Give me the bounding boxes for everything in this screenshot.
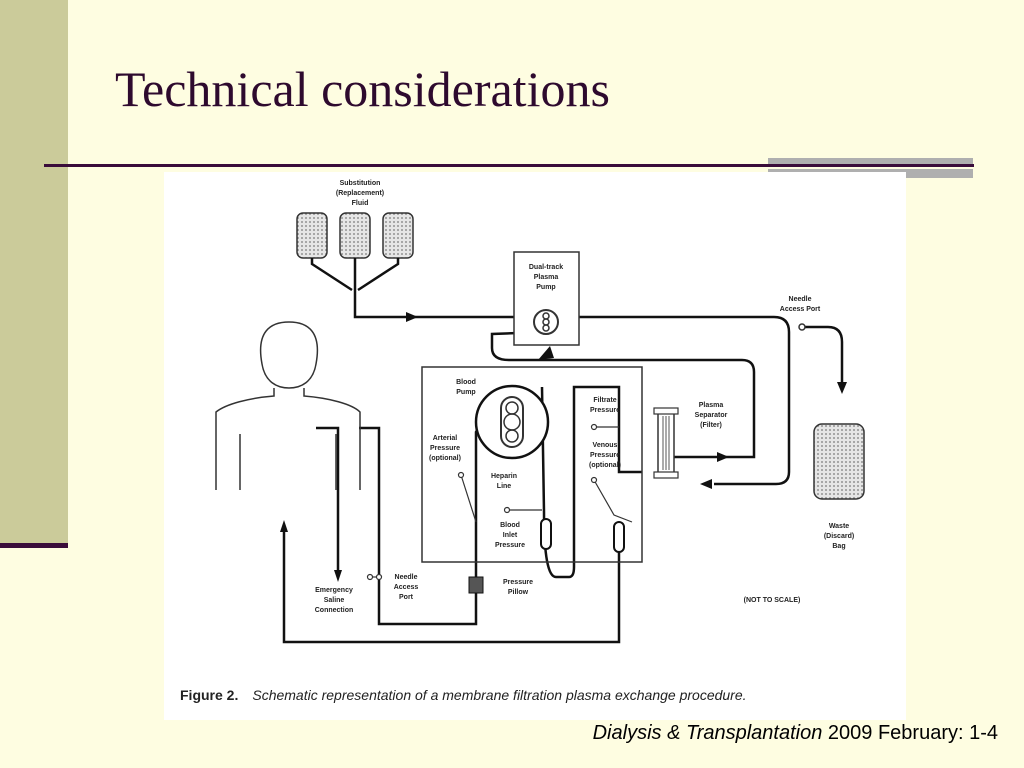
svg-text:Bag: Bag	[832, 543, 845, 550]
svg-text:Pressure: Pressure	[503, 579, 533, 586]
svg-text:Pressure: Pressure	[495, 542, 525, 549]
side-accent-bar	[0, 0, 68, 545]
svg-text:Access: Access	[394, 584, 419, 591]
citation-date: 2009 February: 1-4	[822, 722, 998, 744]
svg-text:Pressure: Pressure	[590, 407, 620, 414]
svg-text:(Replacement): (Replacement)	[336, 190, 384, 197]
svg-text:Needle: Needle	[395, 574, 418, 581]
slide-title: Technical considerations	[115, 61, 610, 117]
plasma-pump	[513, 251, 580, 346]
svg-text:Venous: Venous	[593, 442, 618, 449]
svg-text:Heparin: Heparin	[491, 473, 517, 480]
svg-text:(optional): (optional)	[429, 455, 461, 462]
svg-text:Saline: Saline	[324, 597, 345, 604]
svg-text:(Filter): (Filter)	[700, 422, 722, 429]
svg-text:(optional): (optional)	[589, 462, 621, 469]
schematic-figure: Substitution (Replacement) Fluid Dual-tr…	[164, 172, 906, 720]
figure-caption-text: Schematic representation of a membrane f…	[252, 687, 747, 703]
svg-text:Plasma: Plasma	[534, 274, 559, 281]
svg-text:(NOT TO SCALE): (NOT TO SCALE)	[744, 597, 801, 604]
waste-bag	[813, 423, 865, 500]
svg-text:Pillow: Pillow	[508, 589, 529, 596]
side-accent-line	[0, 543, 68, 548]
svg-text:Blood: Blood	[456, 379, 476, 386]
svg-text:Pressure: Pressure	[590, 452, 620, 459]
plasma-separator-filter	[653, 407, 679, 479]
citation: Dialysis & Transplantation 2009 February…	[593, 722, 998, 745]
svg-text:Pump: Pump	[456, 389, 475, 396]
svg-text:Fluid: Fluid	[352, 200, 369, 207]
svg-text:Inlet: Inlet	[503, 532, 518, 539]
svg-text:Port: Port	[399, 594, 414, 601]
svg-text:Dual-track: Dual-track	[529, 264, 563, 271]
svg-text:(Discard): (Discard)	[824, 533, 854, 540]
svg-text:Pressure: Pressure	[430, 445, 460, 452]
svg-text:Filtrate: Filtrate	[593, 397, 616, 404]
figure-number: Figure 2.	[180, 687, 239, 703]
patient-silhouette	[215, 321, 361, 490]
plasma-exchange-schematic: Substitution (Replacement) Fluid Dual-tr…	[215, 180, 865, 644]
svg-text:Separator: Separator	[695, 412, 728, 419]
svg-text:Access Port: Access Port	[780, 306, 821, 313]
svg-text:Emergency: Emergency	[315, 587, 353, 594]
machine-panel	[421, 366, 643, 563]
svg-text:Connection: Connection	[315, 607, 354, 614]
citation-journal: Dialysis & Transplantation	[592, 722, 823, 744]
svg-text:Waste: Waste	[829, 523, 849, 530]
blood-pump	[474, 384, 550, 460]
figure-caption: Figure 2. Schematic representation of a m…	[180, 687, 747, 703]
decorative-bar-top	[768, 158, 973, 164]
svg-text:Line: Line	[497, 483, 511, 490]
svg-text:Needle: Needle	[789, 296, 812, 303]
svg-text:Substitution: Substitution	[340, 180, 381, 187]
svg-text:Plasma: Plasma	[699, 402, 724, 409]
svg-text:Arterial: Arterial	[433, 435, 458, 442]
svg-text:Pump: Pump	[536, 284, 555, 291]
substitution-fluid-bags	[296, 212, 414, 259]
title-underline	[44, 164, 974, 167]
svg-text:Blood: Blood	[500, 522, 520, 529]
